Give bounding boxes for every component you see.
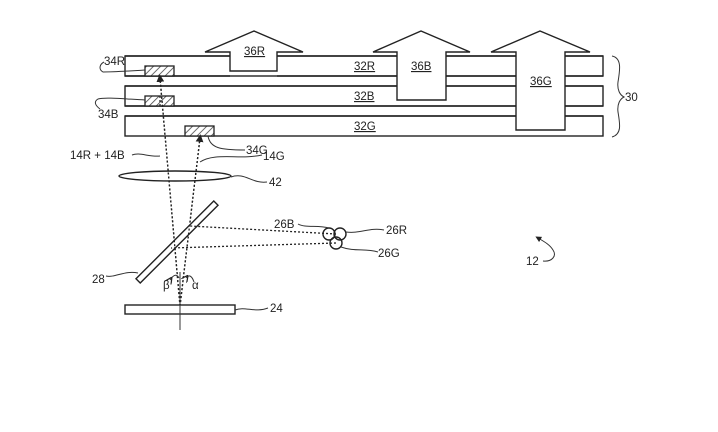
light-source-26G (329, 236, 343, 250)
incoupler-34R (144, 65, 175, 77)
system-12-pointer (535, 236, 555, 262)
label-mirror-28: 28 (92, 274, 105, 286)
beam-14R-14B (156, 74, 181, 307)
label-36G: 36G (530, 76, 552, 88)
label-34G: 34G (246, 145, 268, 157)
beam-source-g (170, 242, 337, 249)
angle-alpha: α (192, 280, 199, 292)
label-system-12: 12 (526, 256, 539, 268)
outcoupler-36R-arrow (204, 30, 304, 72)
label-display-24: 24 (270, 303, 283, 315)
angle-beta: β (163, 280, 170, 292)
stack-bracket (611, 55, 626, 138)
label-36R: 36R (244, 46, 265, 58)
label-14R-14B: 14R + 14B (70, 150, 125, 162)
label-26R: 26R (386, 225, 407, 237)
label-14G: 14G (263, 151, 285, 163)
label-32G: 32G (354, 121, 376, 133)
label-32R: 32R (354, 61, 375, 73)
label-30: 30 (625, 92, 638, 104)
label-26B: 26B (274, 219, 295, 231)
label-34R: 34R (104, 56, 125, 68)
light-source-26R (333, 227, 347, 241)
mirror-28 (134, 199, 220, 285)
outcoupler-36G-arrow (490, 30, 591, 131)
label-32B: 32B (354, 91, 375, 103)
beam-source-rb (189, 225, 337, 235)
lens-42 (118, 170, 232, 182)
label-36B: 36B (411, 61, 432, 73)
label-34B: 34B (98, 109, 119, 121)
label-26G: 26G (378, 248, 400, 260)
incoupler-34G (184, 125, 215, 137)
label-lens-42: 42 (269, 177, 282, 189)
